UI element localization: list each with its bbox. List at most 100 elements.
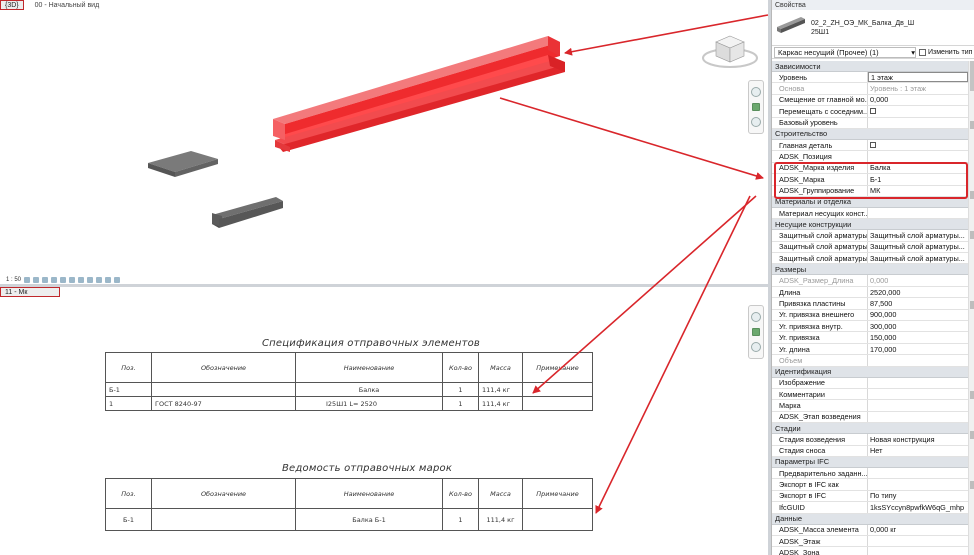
render-icon[interactable] [60,277,67,283]
view-cube-icon[interactable] [700,28,760,72]
property-row[interactable]: ADSK_Позиция [772,151,968,163]
steering-wheel-icon[interactable] [751,312,761,322]
steel-plate[interactable] [148,151,218,177]
property-row[interactable]: ADSK_Зона [772,547,968,555]
crop-view-icon[interactable] [69,277,76,283]
model-3d-canvas[interactable] [0,0,768,284]
sun-path-icon[interactable] [42,277,49,283]
pan-icon[interactable] [751,342,761,352]
property-row[interactable]: Уг. привязка внутр.300,000 [772,321,968,333]
property-value[interactable]: По типу [870,491,897,501]
property-row[interactable]: Смещение от главной мо...0,000 [772,94,968,107]
property-group-header[interactable]: Несущие конструкции [772,219,968,231]
view-tab-start-view[interactable]: 00 - Начальный вид [32,2,100,9]
property-value[interactable]: 170,000 [870,344,897,354]
panel-divider[interactable] [768,0,771,555]
property-group-header[interactable]: Зависимости [772,61,968,72]
property-value[interactable] [868,412,968,422]
property-value[interactable] [868,208,968,218]
property-value[interactable]: Балка [870,163,891,173]
i-beam-selected[interactable] [273,36,565,152]
property-value[interactable]: 300,000 [870,321,897,331]
properties-scrollbar[interactable] [968,61,974,555]
property-row[interactable]: Объем [772,355,968,367]
shadows-icon[interactable] [51,277,58,283]
property-value[interactable] [868,151,968,161]
property-value[interactable] [868,536,968,546]
view-tab-3d[interactable]: {3D} [0,0,24,10]
property-row[interactable]: Базовый уровень [772,117,968,129]
type-selector[interactable]: 02_2_ZH_ОЭ_МК_Балка_Дв_Ш 25Ш1 [772,10,974,46]
property-checkbox[interactable] [868,106,968,116]
view-scale[interactable]: 1 : 50 [6,277,22,283]
property-value[interactable]: 2520,000 [870,287,901,297]
navigation-bar-3d[interactable] [748,80,764,134]
scrollbar-thumb[interactable] [970,61,974,91]
property-value[interactable]: Защитный слой арматуры... [870,253,965,263]
instance-filter-dropdown[interactable]: Каркас несущий (Прочее) (1) ▾ [774,46,916,58]
property-value[interactable]: Б-1 [870,174,882,184]
property-value[interactable] [868,468,968,478]
detail-level-icon[interactable] [24,277,31,283]
property-group-header[interactable]: Размеры [772,264,968,276]
property-value[interactable]: Нет [870,446,883,456]
checkbox-icon[interactable] [870,108,876,115]
analytical-model-icon[interactable] [114,277,121,283]
view-sheet-viewport[interactable]: 11 - Мк Спецификация отправочных элемент… [0,287,768,555]
property-row[interactable]: Материал несущих конст... [772,207,968,220]
property-value[interactable]: Новая конструкция [870,434,935,444]
property-value[interactable] [868,118,968,128]
table-row[interactable]: 1 ГОСТ 8240-97 Ⅰ25Ш1 L= 2520 1 111,4 кг [105,396,593,411]
property-value[interactable]: 1ksSYccyn8pwfkW6qG_mhp [870,502,965,512]
viewport-divider[interactable] [0,284,768,287]
property-value[interactable]: Уровень : 1 этаж [870,84,927,94]
property-row[interactable]: Перемещать с соседним... [772,106,968,118]
property-row[interactable]: Защитный слой арматуры...Защитный слой а… [772,230,968,242]
property-checkbox[interactable] [868,140,968,150]
property-group-header[interactable]: Строительство [772,128,968,140]
zoom-icon[interactable] [752,328,760,336]
table-row[interactable]: Б-1 Балка Б-1 1 111,4 кг [105,508,593,531]
lock-view-icon[interactable] [87,277,94,283]
property-row[interactable]: ADSK_Этап возведения [772,411,968,424]
property-group-header[interactable]: Материалы и отделка [772,196,968,208]
property-value[interactable]: 0,000 кг [870,525,897,535]
schedule-1-table[interactable]: Поз. Обозначение Наименование Кол-во Мас… [105,352,593,411]
property-value[interactable] [868,378,968,388]
zoom-icon[interactable] [752,103,760,111]
property-value[interactable] [868,400,968,410]
property-value[interactable]: МК [870,186,881,196]
pan-icon[interactable] [751,117,761,127]
visual-style-icon[interactable] [33,277,40,283]
property-value[interactable] [868,355,968,365]
property-value[interactable]: Защитный слой арматуры... [870,242,965,252]
checkbox-icon[interactable] [870,142,876,149]
property-row[interactable]: Изображение [772,377,968,389]
edit-type-button[interactable]: Изменить тип [916,48,974,56]
property-value[interactable]: 150,000 [870,333,897,343]
property-value[interactable]: 87,500 [870,298,893,308]
property-row[interactable]: Предварительно заданн... [772,467,968,480]
property-row[interactable]: ADSK_Этаж [772,535,968,548]
property-row[interactable]: Экспорт в IFC как [772,479,968,491]
property-group-header[interactable]: Идентификация [772,366,968,378]
temporary-hide-icon[interactable] [96,277,103,283]
property-group-header[interactable]: Стадии [772,423,968,435]
